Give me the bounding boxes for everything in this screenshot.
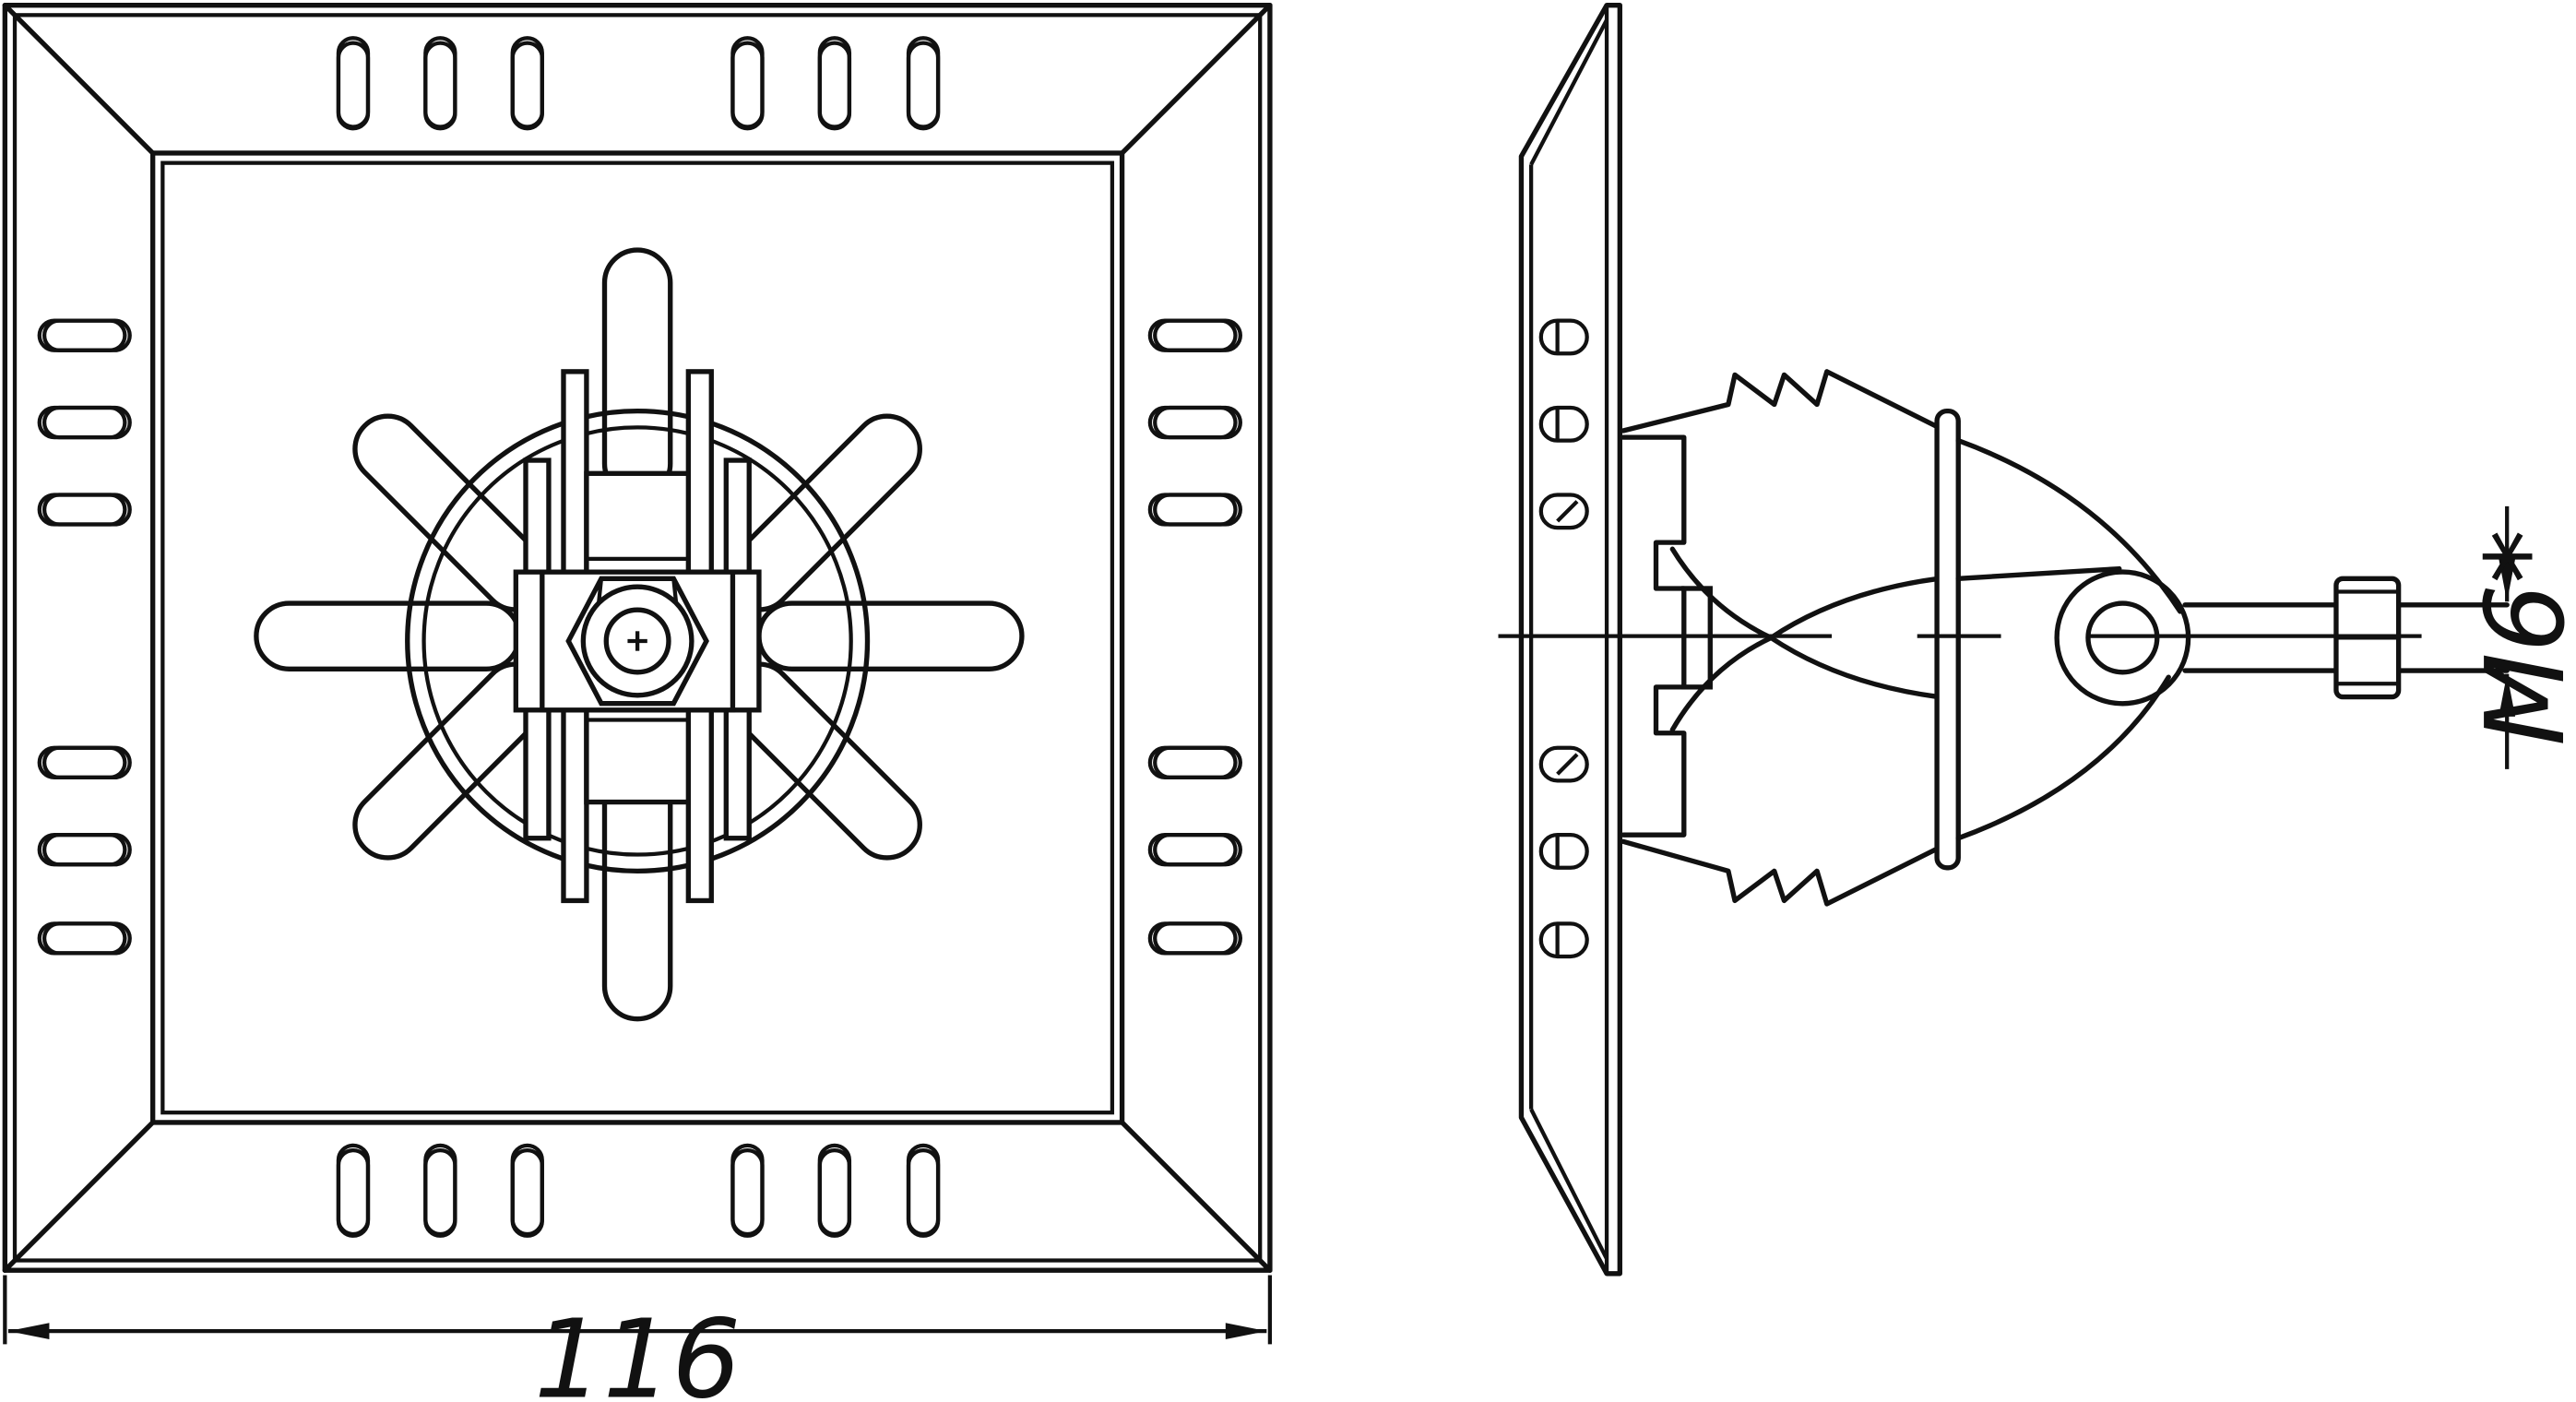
hub-ring	[405, 408, 871, 874]
wedge-grip	[1620, 369, 1941, 907]
side-plate	[1518, 2, 1622, 1277]
width-dimension-label: 116	[534, 1296, 741, 1402]
thread-dimension: M6*	[2463, 505, 2576, 769]
top-slots	[338, 38, 938, 128]
right-slots	[1150, 321, 1241, 954]
left-slots	[40, 321, 130, 954]
outer-plate	[2, 2, 1273, 1273]
side-view: M6*	[1498, 2, 2576, 1277]
bottom-slots	[338, 1146, 938, 1236]
thread-dimension-label: M6*	[2463, 529, 2576, 746]
width-dimension: 116	[3, 1275, 1273, 1402]
cone-body	[1934, 408, 2191, 871]
clamp-assembly	[513, 369, 762, 904]
side-plate-slots	[1538, 318, 1589, 959]
front-view: 116	[2, 2, 1273, 1402]
